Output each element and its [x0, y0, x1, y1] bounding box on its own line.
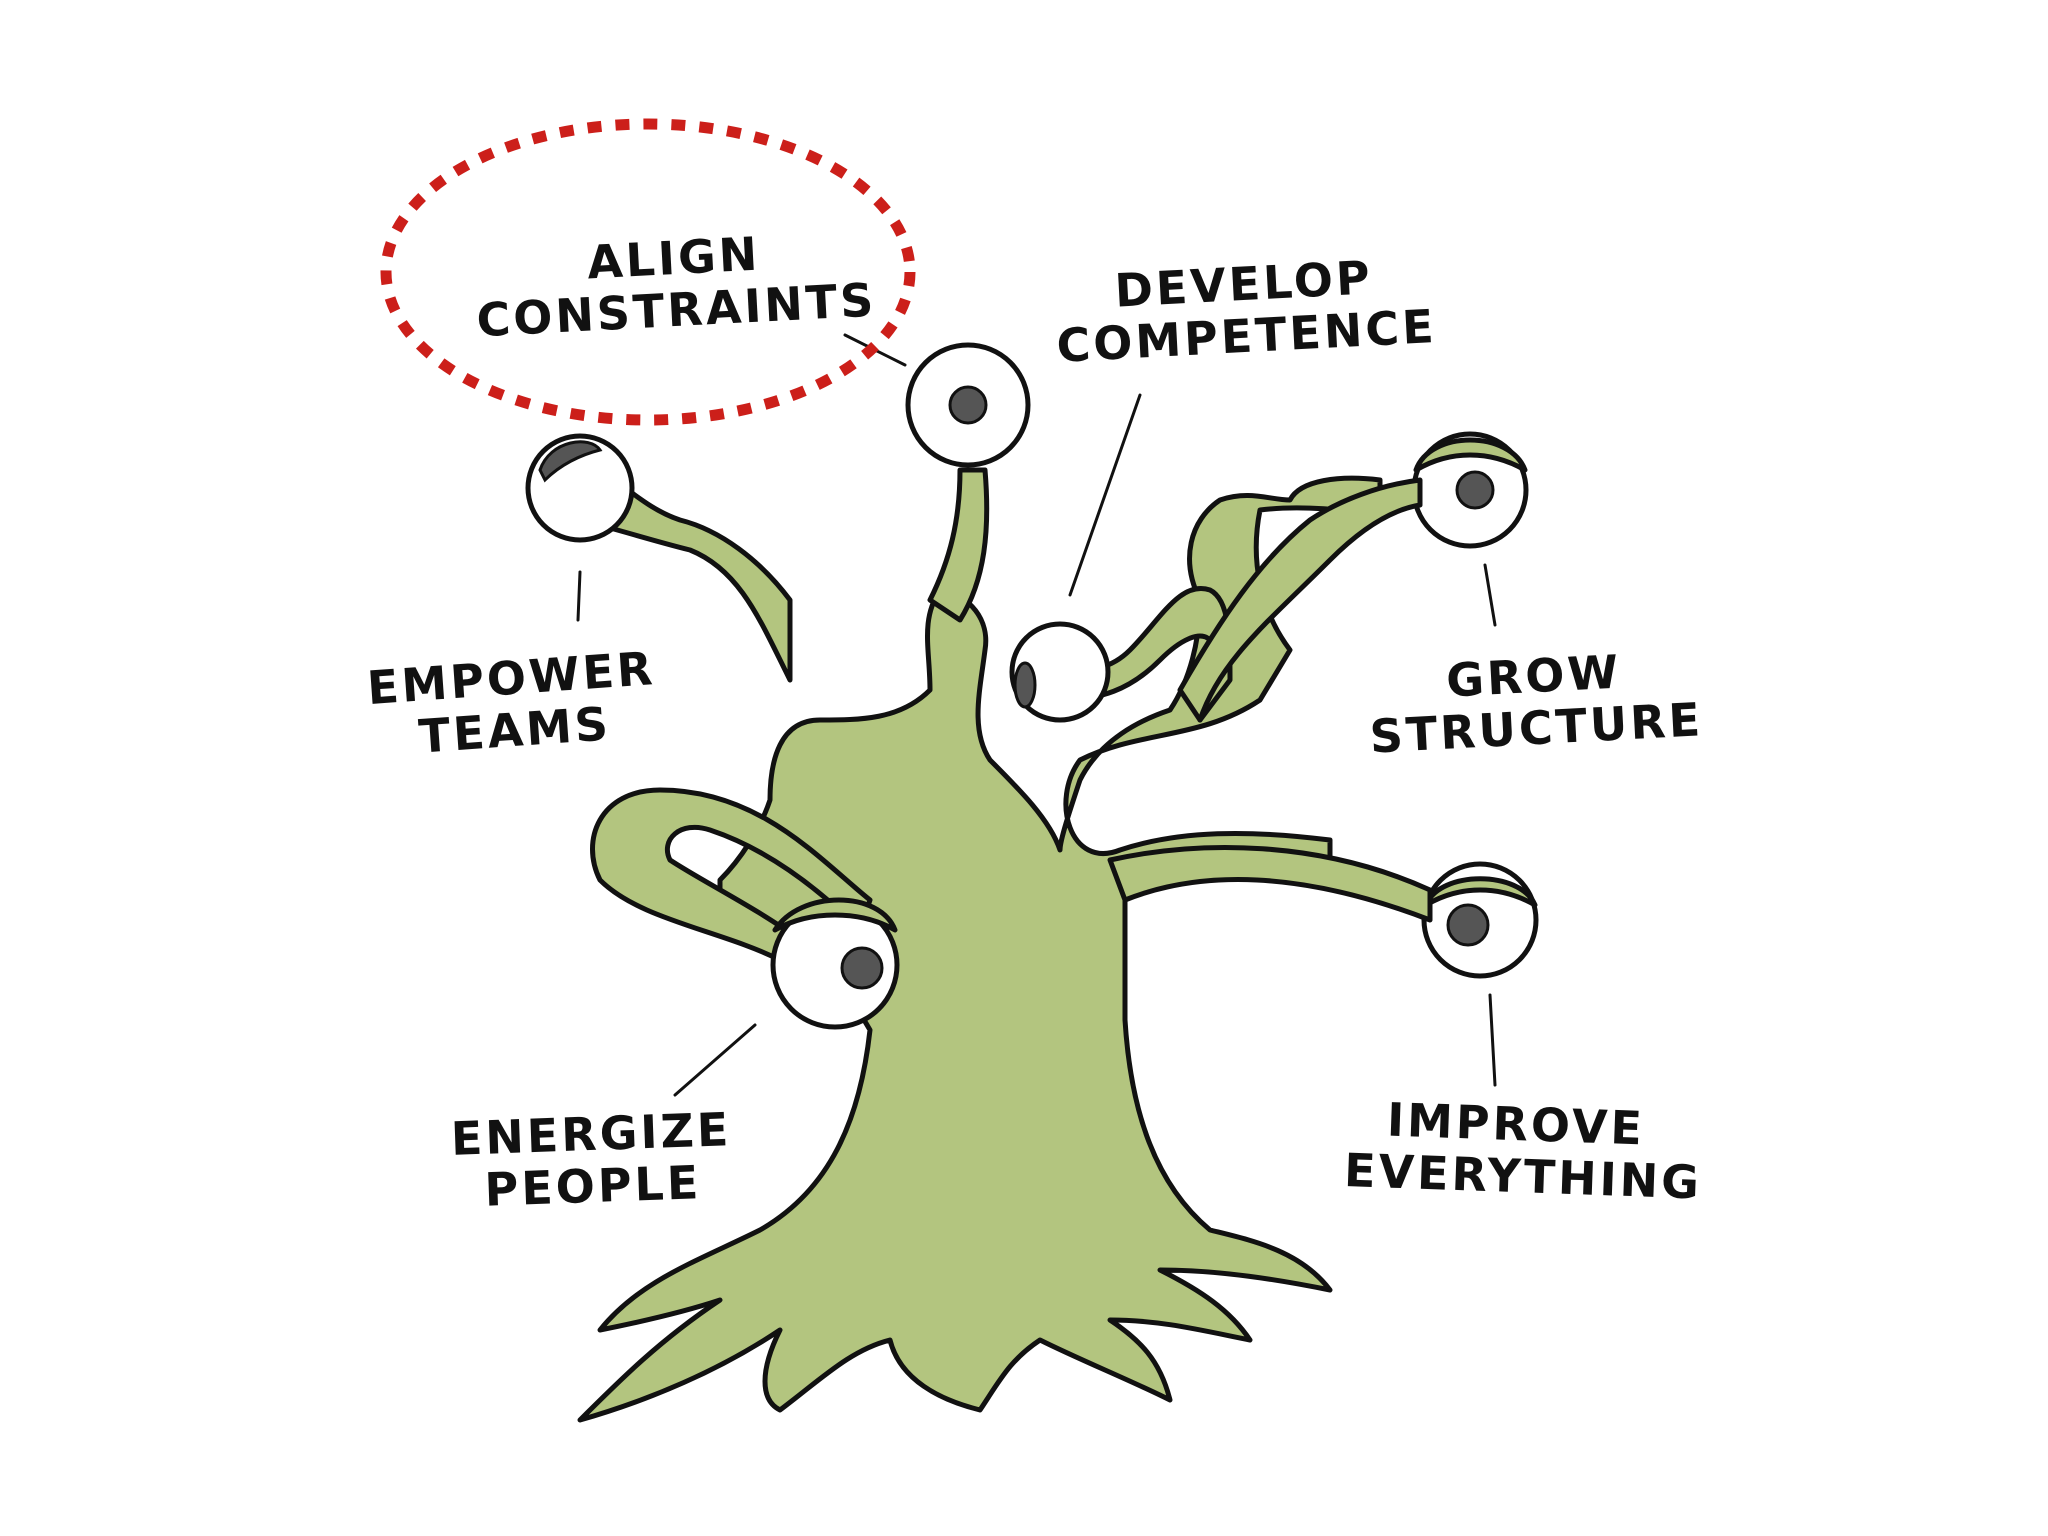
label-grow-structure: GROW STRUCTURE — [1363, 641, 1708, 763]
branch-energize — [590, 787, 873, 963]
eye-align — [905, 342, 1031, 468]
label-energize-line1: ENERGIZE — [450, 1102, 733, 1166]
label-improve-everything: IMPROVE EVERYTHING — [1343, 1092, 1703, 1210]
label-align-constraints: ALIGN CONSTRAINTS — [473, 222, 877, 348]
leader-grow — [1483, 563, 1497, 627]
eye-improve — [1421, 861, 1539, 979]
leader-improve — [1488, 993, 1497, 1087]
label-develop-competence: DEVELOP COMPETENCE — [1053, 248, 1438, 373]
branch-align — [927, 467, 990, 623]
label-improve-line2: EVERYTHING — [1343, 1143, 1703, 1210]
eye-energize — [770, 897, 900, 1030]
tree-trunk — [577, 475, 1383, 1423]
branch-grow — [1177, 477, 1423, 723]
eye-empower — [525, 433, 635, 543]
branch-improve — [1107, 845, 1433, 923]
eye-grow — [1411, 431, 1529, 549]
leader-empower — [576, 570, 582, 622]
label-empower-teams: EMPOWER TEAMS — [365, 641, 662, 766]
label-energize-people: ENERGIZE PEOPLE — [430, 1102, 753, 1217]
highlight-circle — [380, 118, 916, 426]
leader-energize — [673, 1023, 757, 1097]
eye-develop — [1009, 621, 1111, 723]
leader-develop — [1068, 393, 1142, 597]
